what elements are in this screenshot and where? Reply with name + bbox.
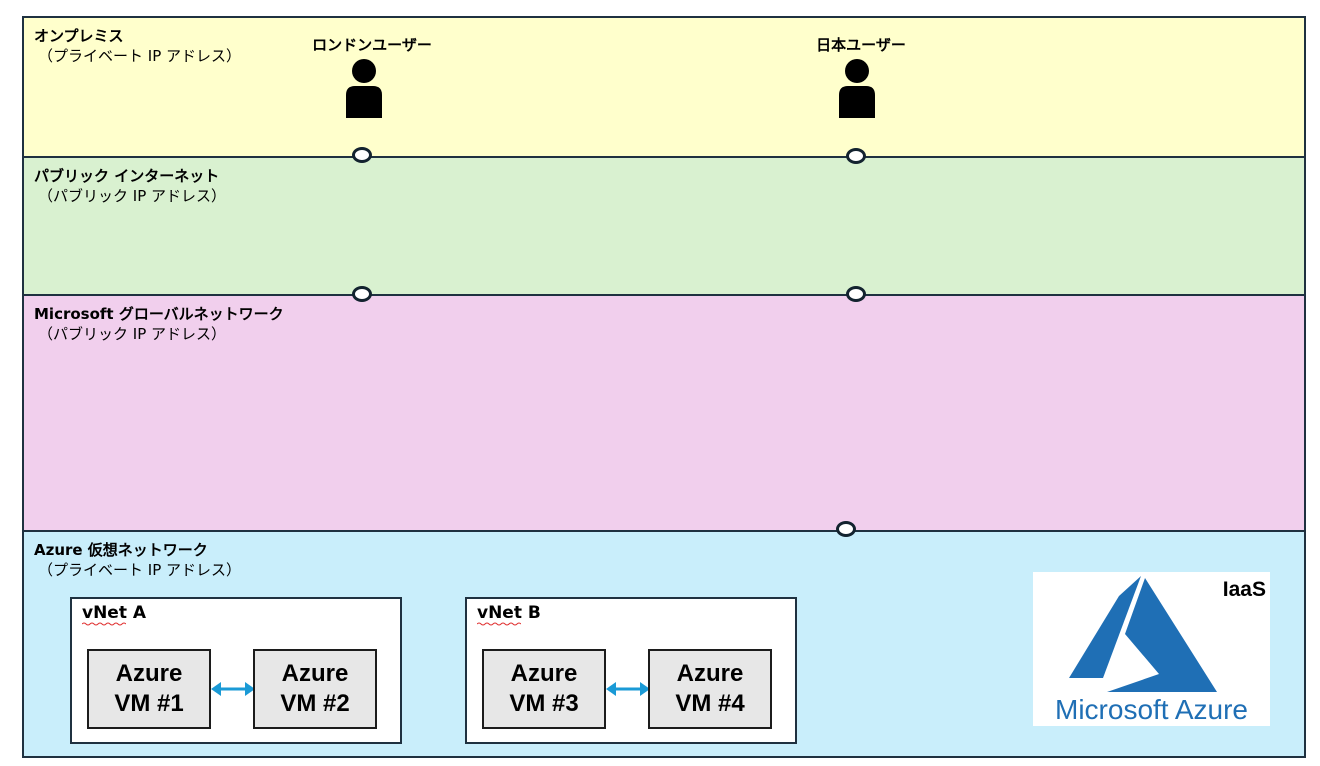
bidirectional-arrow-icon — [606, 682, 650, 696]
band-title: オンプレミス — [34, 27, 124, 45]
band-subtitle: （パブリック IP アドレス） — [38, 187, 227, 205]
vm-label-line1: Azure — [115, 660, 183, 687]
vnet-a-title: vNet A — [82, 603, 147, 623]
vm-box: Azure VM #3 — [482, 649, 606, 729]
vm-label-line2: VM #1 — [114, 690, 184, 717]
vm-box: Azure VM #4 — [648, 649, 772, 729]
london-internet-msnet-node — [352, 286, 372, 302]
japan-user-label: 日本ユーザー — [816, 36, 906, 54]
person-icon — [346, 59, 382, 118]
band-microsoft-global-network: Microsoft グローバルネットワーク （パブリック IP アドレス） — [22, 294, 1306, 532]
band-on-premises: オンプレミス （プライベート IP アドレス） — [22, 16, 1306, 158]
vm-label-line1: Azure — [510, 660, 578, 687]
vnet-b-box: vNet B Azure VM #3 Azure VM #4 — [465, 597, 797, 744]
person-icon — [839, 59, 875, 118]
iaas-label: IaaS — [1222, 578, 1266, 601]
band-title: Microsoft グローバルネットワーク — [34, 305, 284, 323]
spellcheck-underline — [82, 622, 126, 626]
msnet-azure-node — [836, 521, 856, 537]
band-subtitle: （プライベート IP アドレス） — [38, 47, 242, 65]
vm-box: Azure VM #1 — [87, 649, 211, 729]
band-subtitle: （パブリック IP アドレス） — [38, 325, 227, 343]
vm-label-line2: VM #2 — [280, 690, 350, 717]
vm-box: Azure VM #2 — [253, 649, 377, 729]
vnet-a-box: vNet A Azure VM #1 Azure VM #2 — [70, 597, 402, 744]
band-title: パブリック インターネット — [34, 167, 220, 185]
bidirectional-arrow-icon — [211, 682, 255, 696]
azure-logo: IaaS Microsoft Azure — [1033, 572, 1270, 726]
london-user-label: ロンドンユーザー — [312, 36, 432, 54]
japan-internet-msnet-node — [846, 286, 866, 302]
london-onprem-internet-node — [352, 147, 372, 163]
azure-logo-icon — [1069, 576, 1217, 692]
vm-label-line1: Azure — [281, 660, 349, 687]
band-subtitle: （プライベート IP アドレス） — [38, 561, 242, 579]
spellcheck-underline — [477, 622, 521, 626]
vm-label-line2: VM #4 — [675, 690, 745, 717]
vnet-b-title: vNet B — [477, 603, 541, 623]
band-title: Azure 仮想ネットワーク — [34, 541, 208, 559]
azure-wordmark: Microsoft Azure — [1055, 694, 1248, 725]
japan-onprem-internet-node — [846, 148, 866, 164]
vm-label-line1: Azure — [676, 660, 744, 687]
band-public-internet: パブリック インターネット （パブリック IP アドレス） — [22, 156, 1306, 296]
vm-label-line2: VM #3 — [509, 690, 579, 717]
